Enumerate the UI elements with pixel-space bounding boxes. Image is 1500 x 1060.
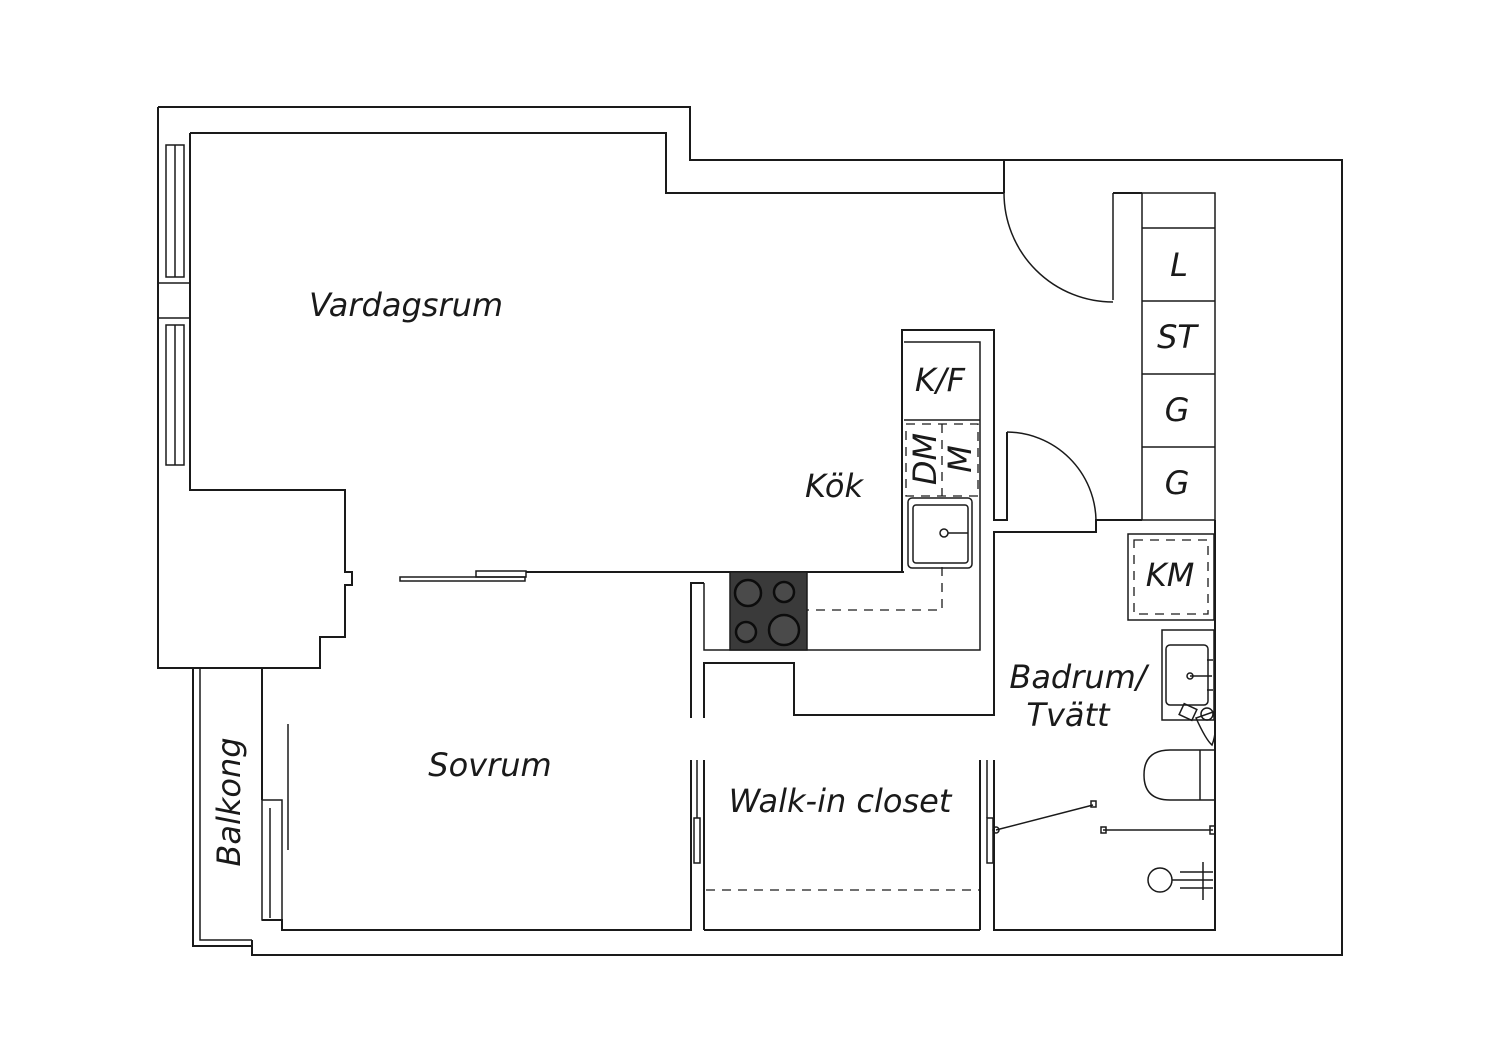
- room-label-bath-line2: Tvätt: [1026, 696, 1111, 734]
- room-label-living: Vardagsrum: [309, 286, 503, 324]
- shower-icon: [992, 800, 1216, 900]
- closet-label-g2: G: [1165, 464, 1190, 502]
- bathroom-sink-icon: [1161, 629, 1216, 747]
- outer-walls: [157, 106, 1343, 956]
- room-label-balcony: Balkong: [210, 737, 248, 866]
- kitchen-counters: [690, 329, 1142, 718]
- washer-icon: [1127, 533, 1215, 621]
- closet-label-st: ST: [1157, 318, 1199, 356]
- closet-label-l: L: [1170, 246, 1188, 284]
- balcony: [192, 668, 252, 947]
- window-left-lower: [165, 324, 185, 466]
- closet-label-g1: G: [1165, 391, 1190, 429]
- room-label-bath-line1: Badrum/: [1009, 658, 1149, 696]
- bedroom-walls: [261, 668, 701, 931]
- entrance-door: [1003, 160, 1114, 303]
- fixture-label-dishwasher: DM: [906, 433, 944, 485]
- fixture-label-microwave: M: [941, 445, 979, 473]
- toilet-icon: [1143, 749, 1215, 801]
- hall-closets: [1141, 192, 1216, 521]
- room-label-closet: Walk-in closet: [729, 782, 953, 820]
- room-label-kitchen: Kök: [805, 467, 864, 505]
- fixture-label-fridge-freezer: K/F: [915, 361, 966, 399]
- room-label-bedroom: Sovrum: [428, 746, 551, 784]
- stove-icon: [729, 571, 808, 651]
- window-left-upper: [158, 144, 190, 319]
- fixture-label-washer: KM: [1146, 556, 1195, 594]
- kitchen-sink-icon: [907, 497, 973, 569]
- bathroom-door: [1006, 431, 1097, 521]
- sliding-door: [399, 570, 904, 582]
